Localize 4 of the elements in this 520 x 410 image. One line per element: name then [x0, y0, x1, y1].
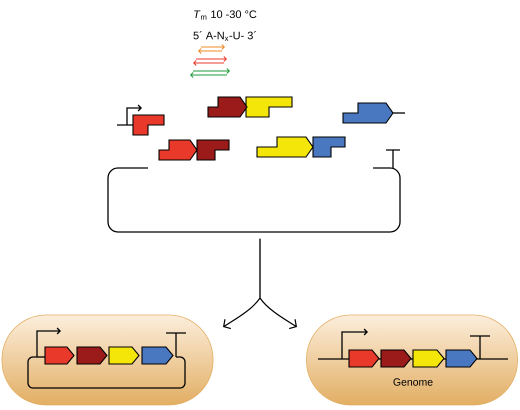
primer-note: T$_{m}$ 10 -30 °C [194, 10, 256, 20]
arrow [259, 238, 297, 330]
assembly-drawing [107, 96, 405, 233]
primer-note: 5´ A-N$_{x}$-U- 3´ [193, 31, 256, 41]
